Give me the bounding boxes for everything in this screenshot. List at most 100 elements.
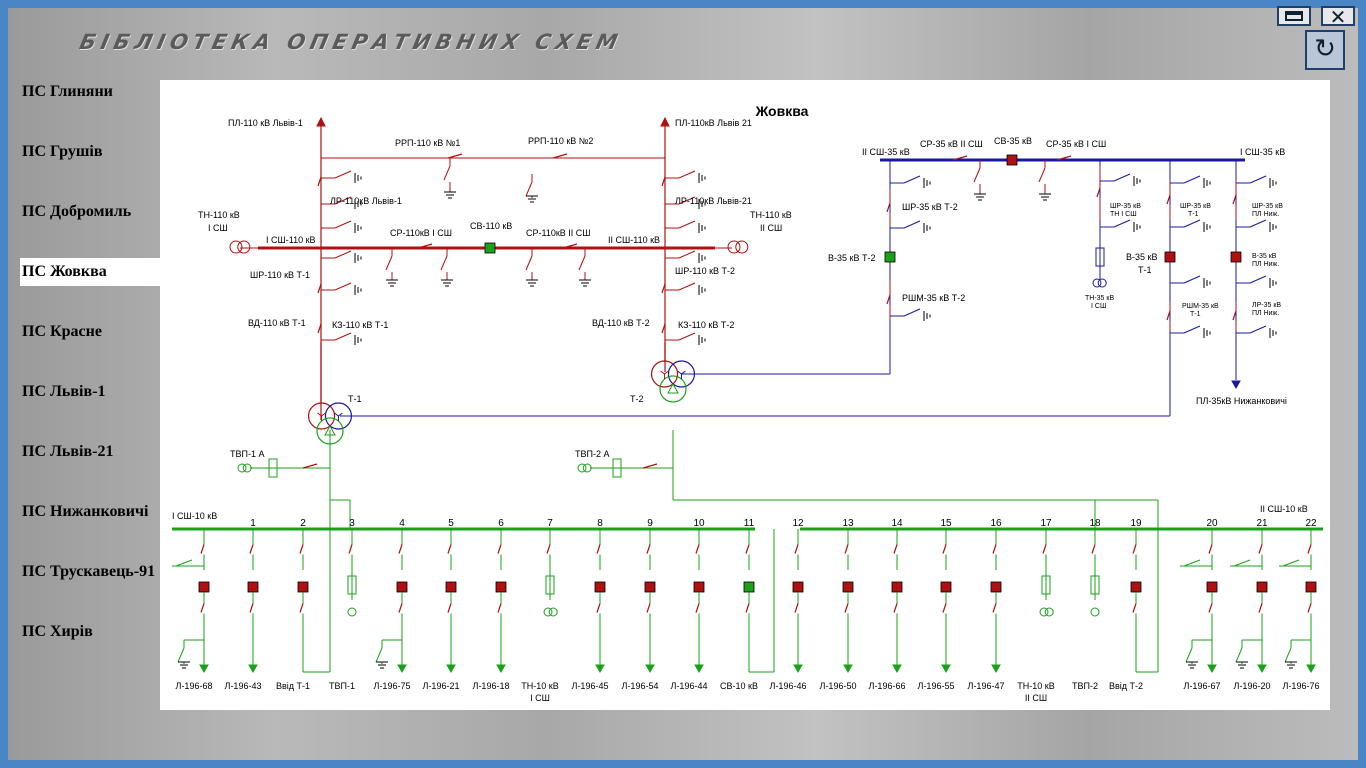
voltage-transformer[interactable]	[727, 240, 749, 254]
disconnector-switch[interactable]	[249, 529, 254, 570]
circuit-breaker[interactable]	[693, 581, 705, 593]
circuit-breaker[interactable]	[495, 581, 507, 593]
power-transformer[interactable]	[650, 360, 696, 403]
disconnector-switch[interactable]	[661, 316, 666, 342]
grounding-switch[interactable]	[1185, 640, 1198, 669]
circuit-breaker[interactable]	[1006, 154, 1018, 166]
circuit-breaker[interactable]	[594, 581, 606, 593]
circuit-breaker[interactable]	[792, 581, 804, 593]
grounding-switch[interactable]	[375, 640, 388, 669]
grounding-switch[interactable]	[1038, 160, 1051, 201]
substation-item[interactable]: ПС Грушів	[22, 143, 103, 160]
disconnector-switch[interactable]	[844, 529, 849, 570]
disconnector-switch[interactable]	[646, 592, 651, 625]
disconnector-switch[interactable]	[1258, 529, 1263, 570]
grounding-switch[interactable]	[321, 250, 362, 263]
disconnector-switch[interactable]	[794, 592, 799, 625]
disconnector-switch[interactable]	[317, 276, 322, 302]
disconnector-switch[interactable]	[992, 592, 997, 625]
circuit-breaker[interactable]	[842, 581, 854, 593]
grounding-switch[interactable]	[665, 170, 706, 183]
disconnector-switch[interactable]	[1132, 529, 1137, 570]
substation-item[interactable]: ПС Нижанковичі	[22, 503, 149, 520]
auxiliary-transformer[interactable]	[1090, 607, 1100, 617]
grounding-switch[interactable]	[321, 170, 362, 183]
disconnector-switch[interactable]	[886, 190, 891, 226]
disconnector-switch[interactable]	[886, 280, 891, 320]
circuit-breaker[interactable]	[743, 581, 755, 593]
substation-item[interactable]: ПС Красне	[22, 323, 102, 340]
circuit-breaker[interactable]	[940, 581, 952, 593]
voltage-transformer[interactable]	[1039, 607, 1054, 617]
disconnector-switch[interactable]	[1258, 592, 1263, 625]
substation-item[interactable]: ПС Глиняни	[22, 83, 113, 100]
disconnector-switch[interactable]	[417, 243, 433, 249]
disconnector-switch[interactable]	[661, 276, 666, 302]
disconnector-switch[interactable]	[447, 153, 463, 159]
disconnector-switch[interactable]	[1166, 302, 1171, 330]
disconnector-switch[interactable]	[992, 529, 997, 570]
grounding-switch[interactable]	[665, 332, 706, 345]
disconnector-switch[interactable]	[317, 316, 322, 342]
disconnector-switch[interactable]	[497, 529, 502, 570]
disconnector-switch[interactable]	[552, 153, 568, 159]
disconnector-switch[interactable]	[1096, 166, 1101, 220]
disconnector-switch[interactable]	[200, 592, 205, 625]
grounding-switch[interactable]	[1236, 175, 1277, 188]
circuit-breaker[interactable]	[1206, 581, 1218, 593]
grounding-switch[interactable]	[1170, 219, 1211, 232]
disconnector-switch[interactable]	[447, 592, 452, 625]
disconnector-switch[interactable]	[1056, 155, 1072, 161]
disconnector-switch[interactable]	[1042, 529, 1047, 570]
disconnector-switch[interactable]	[1132, 592, 1137, 625]
grounding-switch[interactable]	[321, 196, 362, 209]
disconnector-switch[interactable]	[661, 166, 666, 198]
voltage-transformer[interactable]	[577, 463, 592, 473]
disconnector-switch[interactable]	[1208, 529, 1213, 570]
grounding-switch[interactable]	[665, 220, 706, 233]
disconnector-switch[interactable]	[398, 529, 403, 570]
disconnector-switch[interactable]	[745, 592, 750, 625]
circuit-breaker[interactable]	[990, 581, 1002, 593]
grounding-switch[interactable]	[665, 196, 706, 209]
substation-item[interactable]: ПС Жовква	[20, 258, 160, 286]
grounding-switch[interactable]	[525, 248, 538, 287]
disconnector-switch[interactable]	[596, 592, 601, 625]
substation-item[interactable]: ПС Хирів	[22, 623, 93, 640]
grounding-switch[interactable]	[578, 248, 591, 287]
power-transformer[interactable]	[307, 402, 353, 445]
grounding-switch[interactable]	[665, 282, 706, 295]
disconnector-switch[interactable]	[942, 529, 947, 570]
substation-item[interactable]: ПС Добромиль	[22, 203, 132, 220]
disconnector-switch[interactable]	[562, 243, 578, 249]
grounding-switch[interactable]	[525, 174, 538, 203]
grounding-switch[interactable]	[973, 160, 986, 201]
disconnector-switch[interactable]	[596, 529, 601, 570]
disconnector-switch[interactable]	[398, 592, 403, 625]
disconnector-switch[interactable]	[317, 166, 322, 198]
grounding-switch[interactable]	[440, 248, 453, 287]
voltage-transformer[interactable]	[237, 463, 252, 473]
grounding-switch[interactable]	[1236, 219, 1277, 232]
grounding-switch[interactable]	[1236, 275, 1277, 288]
circuit-breaker[interactable]	[1305, 581, 1317, 593]
voltage-transformer[interactable]	[1092, 278, 1107, 288]
disconnector-switch[interactable]	[348, 529, 353, 570]
circuit-breaker[interactable]	[1164, 251, 1176, 263]
grounding-switch[interactable]	[1235, 640, 1248, 669]
grounding-switch[interactable]	[1170, 175, 1211, 188]
disconnector-switch[interactable]	[1091, 529, 1096, 570]
disconnector-switch[interactable]	[1232, 302, 1237, 330]
disconnector-switch[interactable]	[249, 592, 254, 625]
circuit-breaker[interactable]	[396, 581, 408, 593]
circuit-breaker[interactable]	[891, 581, 903, 593]
disconnector-switch[interactable]	[299, 529, 304, 570]
grounding-switch[interactable]	[1100, 219, 1141, 232]
disconnector-switch[interactable]	[642, 463, 658, 469]
circuit-breaker[interactable]	[247, 581, 259, 593]
substation-item[interactable]: ПС Трускавець-91	[22, 563, 156, 580]
disconnector-switch[interactable]	[695, 592, 700, 625]
grounding-switch[interactable]	[890, 308, 931, 321]
grounding-switch[interactable]	[321, 332, 362, 345]
grounding-switch[interactable]	[1170, 275, 1211, 288]
